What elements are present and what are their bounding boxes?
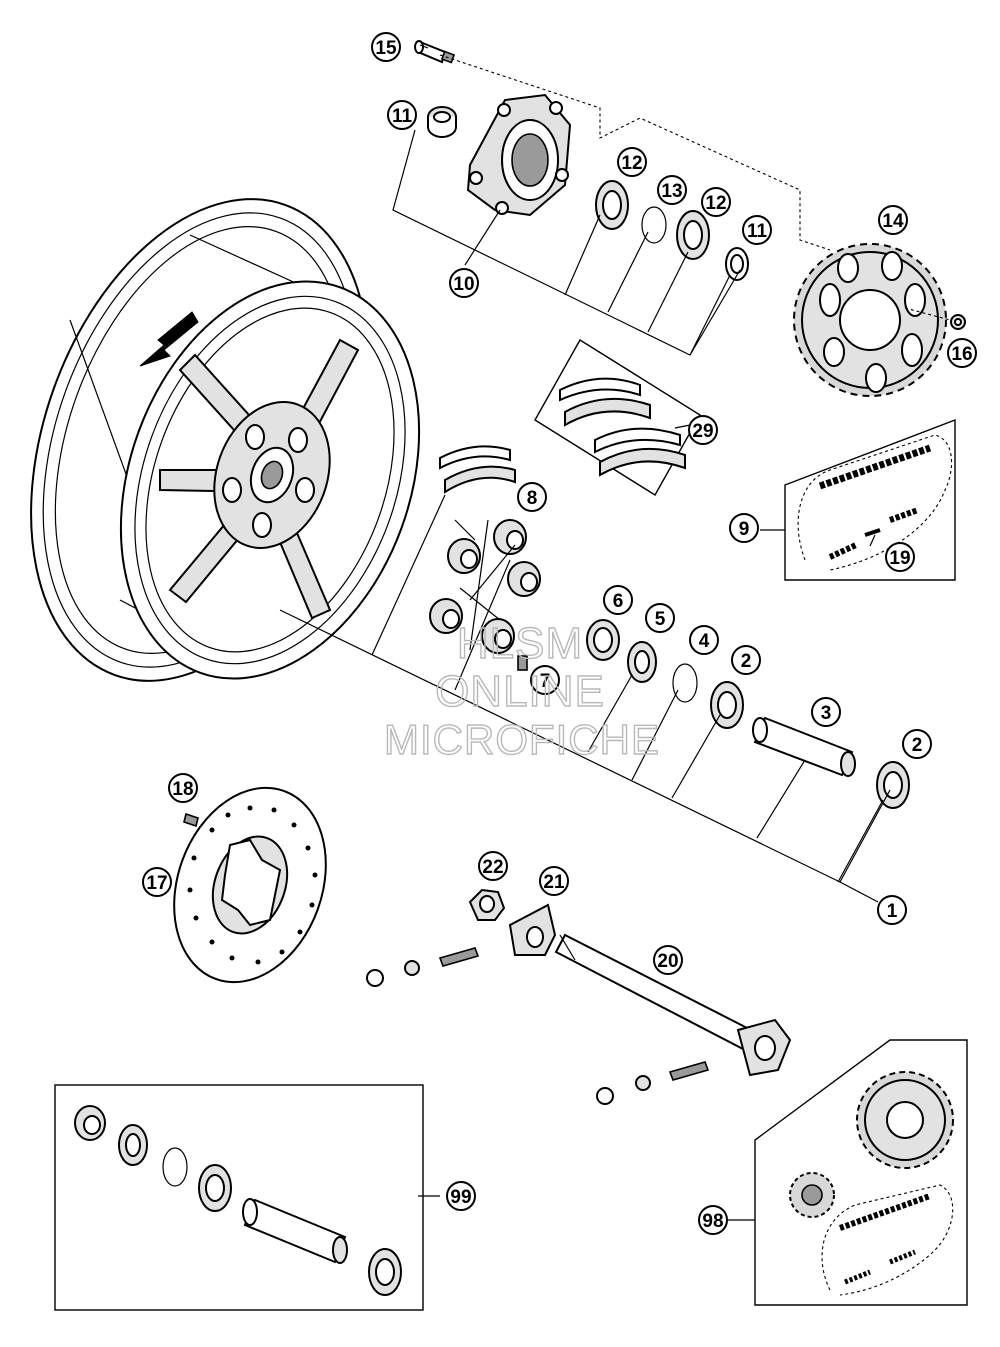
callout-21: 21 <box>539 866 569 896</box>
callout-11-top: 11 <box>387 100 417 130</box>
callout-4: 4 <box>689 625 719 655</box>
svg-text:20: 20 <box>657 951 678 972</box>
svg-text:22: 22 <box>482 857 503 878</box>
svg-text:14: 14 <box>882 211 904 232</box>
callout-15: 15 <box>371 32 401 62</box>
nut-16 <box>950 314 966 330</box>
axle-nut-22 <box>468 888 506 921</box>
svg-text:6: 6 <box>613 591 624 612</box>
callout-2-right: 2 <box>902 729 932 759</box>
callout-99: 99 <box>446 1181 476 1211</box>
bearing-12-right <box>676 210 710 260</box>
rear-axle <box>554 933 792 1077</box>
callout-5: 5 <box>645 603 675 633</box>
callout-7: 7 <box>530 665 560 695</box>
chain-adjuster-21 <box>508 903 557 956</box>
brake-disc <box>173 786 327 984</box>
bearing-12-left <box>595 180 629 230</box>
adjuster-bolts <box>366 947 710 1105</box>
callout-14: 14 <box>878 205 908 235</box>
callout-19: 19 <box>885 542 915 572</box>
callout-98: 98 <box>698 1205 728 1235</box>
svg-text:7: 7 <box>540 671 551 692</box>
callout-9: 9 <box>729 513 759 543</box>
sleeve-15 <box>414 40 456 64</box>
seal-5 <box>627 641 657 683</box>
svg-text:MICROFICHE: MICROFICHE <box>384 716 660 763</box>
callout-10: 10 <box>449 268 479 298</box>
svg-text:17: 17 <box>146 873 167 894</box>
svg-text:10: 10 <box>453 274 474 295</box>
callout-12-right: 12 <box>701 187 731 217</box>
callout-22: 22 <box>478 851 508 881</box>
svg-text:1: 1 <box>887 901 898 922</box>
svg-text:13: 13 <box>661 181 682 202</box>
callout-12-left: 12 <box>617 147 647 177</box>
chain-kit-9 <box>784 418 956 581</box>
svg-text:19: 19 <box>889 548 910 569</box>
decal-kit-29 <box>534 339 701 496</box>
callout-3: 3 <box>811 697 841 727</box>
callout-8: 8 <box>517 482 547 512</box>
callout-29: 29 <box>688 415 718 445</box>
svg-text:12: 12 <box>621 153 642 174</box>
svg-text:8: 8 <box>527 488 538 509</box>
svg-text:15: 15 <box>375 38 397 59</box>
svg-text:4: 4 <box>699 631 710 652</box>
svg-text:18: 18 <box>172 779 193 800</box>
watermark: HLSM ONLINE MICROFICHE <box>383 618 660 763</box>
svg-text:2: 2 <box>741 651 752 672</box>
circlip-13 <box>641 206 667 244</box>
callout-17: 17 <box>142 867 172 897</box>
circlip-4 <box>672 663 698 703</box>
svg-text:HLSM: HLSM <box>457 619 583 668</box>
callout-1: 1 <box>877 895 907 925</box>
svg-text:16: 16 <box>951 344 972 365</box>
callout-6: 6 <box>603 585 633 615</box>
callout-11-right: 11 <box>742 215 772 245</box>
svg-text:9: 9 <box>739 519 750 540</box>
svg-text:99: 99 <box>450 1187 471 1208</box>
rotation-arrow-icon <box>139 311 199 367</box>
svg-text:5: 5 <box>655 609 666 630</box>
bearing-2-right <box>876 761 910 809</box>
spacer-3 <box>752 716 856 777</box>
callout-2-left: 2 <box>731 645 761 675</box>
svg-text:11: 11 <box>747 221 768 242</box>
rear-wheel <box>30 198 421 682</box>
cush-dampers <box>429 519 541 671</box>
decal-single <box>439 445 516 494</box>
callout-16: 16 <box>947 338 977 368</box>
sprocket-carrier <box>466 93 572 217</box>
svg-text:98: 98 <box>702 1211 723 1232</box>
callout-13: 13 <box>657 175 687 205</box>
leader-lines <box>279 44 951 1221</box>
svg-text:2: 2 <box>912 735 923 756</box>
callout-18: 18 <box>168 773 198 803</box>
svg-text:21: 21 <box>543 872 565 893</box>
spacer-11-right <box>725 247 749 281</box>
svg-text:3: 3 <box>821 703 832 724</box>
bearing-kit-99 <box>54 1084 424 1311</box>
svg-text:12: 12 <box>705 193 726 214</box>
bolt-18 <box>183 812 199 828</box>
rear-sprocket <box>793 243 947 397</box>
svg-text:29: 29 <box>692 421 713 442</box>
spacer-11-top <box>427 106 457 138</box>
bearing-seal-6 <box>586 619 620 661</box>
svg-text:ONLINE: ONLINE <box>435 667 605 716</box>
callout-20: 20 <box>653 945 683 975</box>
chain-sprocket-kit-98 <box>754 1039 968 1306</box>
callouts: 15 11 12 13 12 11 14 16 10 29 8 9 19 6 5… <box>142 32 977 1235</box>
svg-text:11: 11 <box>392 106 413 127</box>
